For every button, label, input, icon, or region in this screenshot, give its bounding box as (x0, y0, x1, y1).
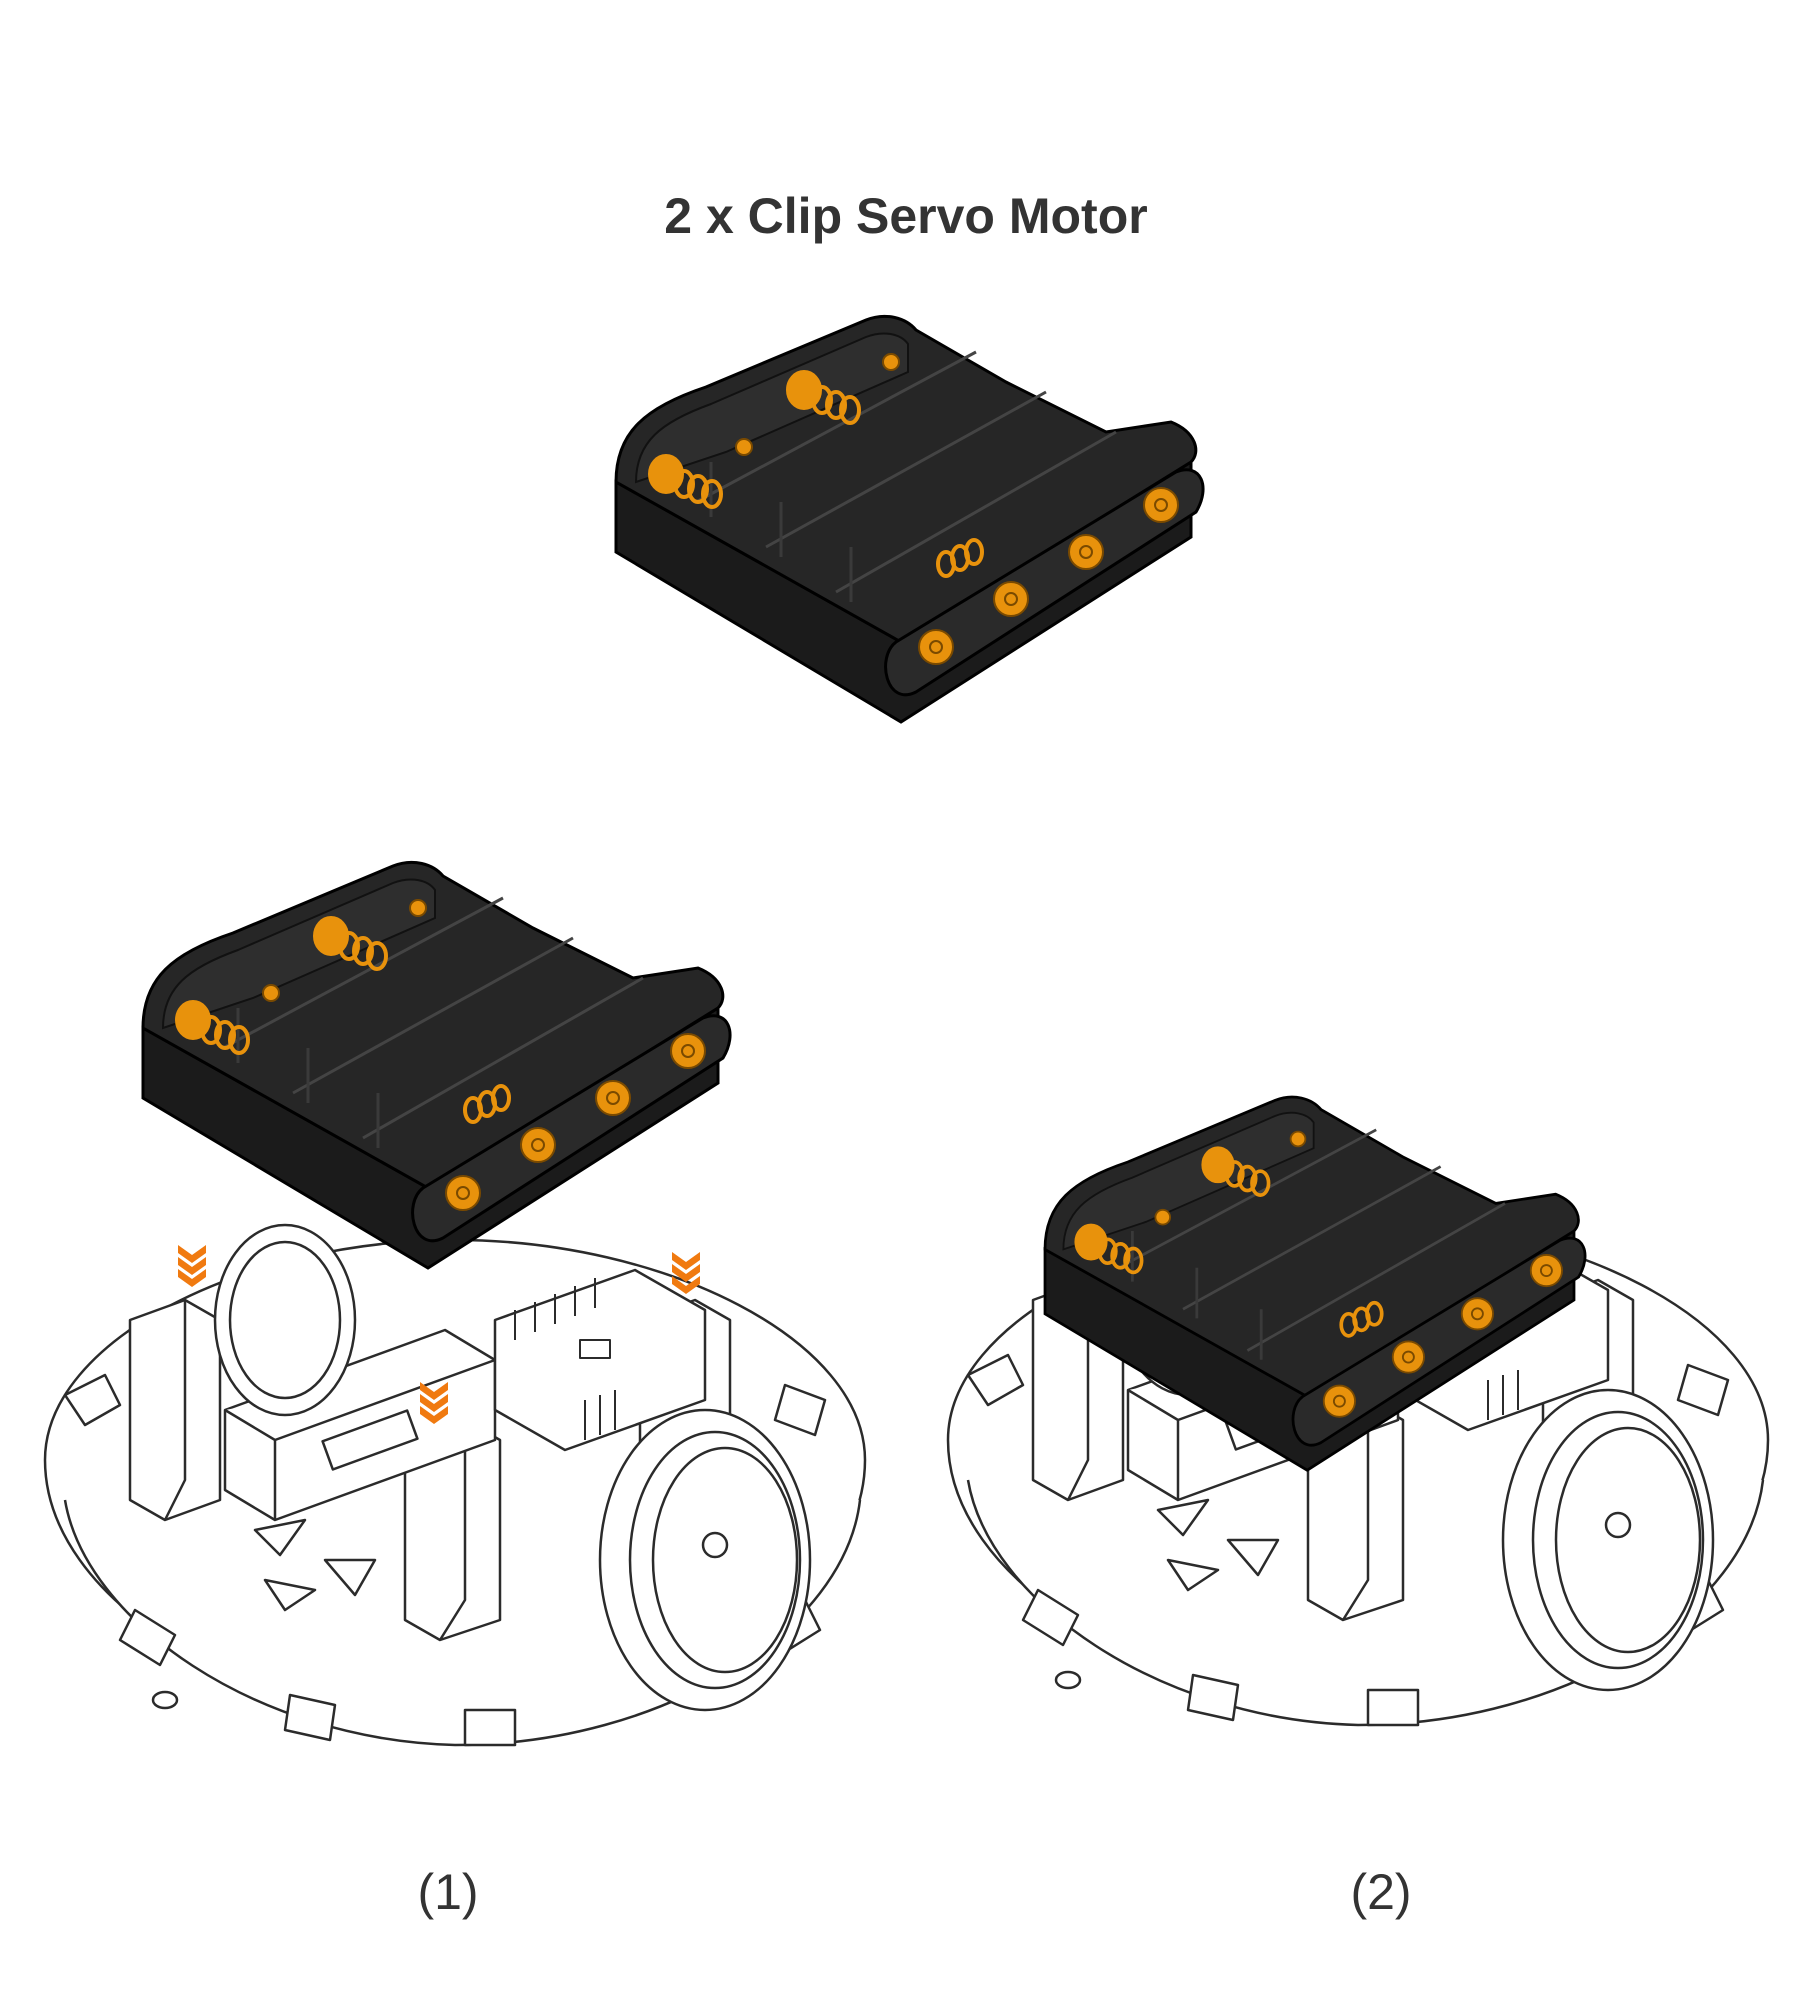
step-label-2: (2) (1350, 1864, 1412, 1920)
robot-chassis-icon (43, 1223, 867, 1747)
battery-holder-icon (141, 860, 733, 1270)
down-arrow-icon (178, 1245, 206, 1287)
step-label-1: (1) (417, 1864, 479, 1920)
page-title: 2 x Clip Servo Motor (664, 188, 1148, 244)
battery-holder-icon (614, 314, 1206, 724)
